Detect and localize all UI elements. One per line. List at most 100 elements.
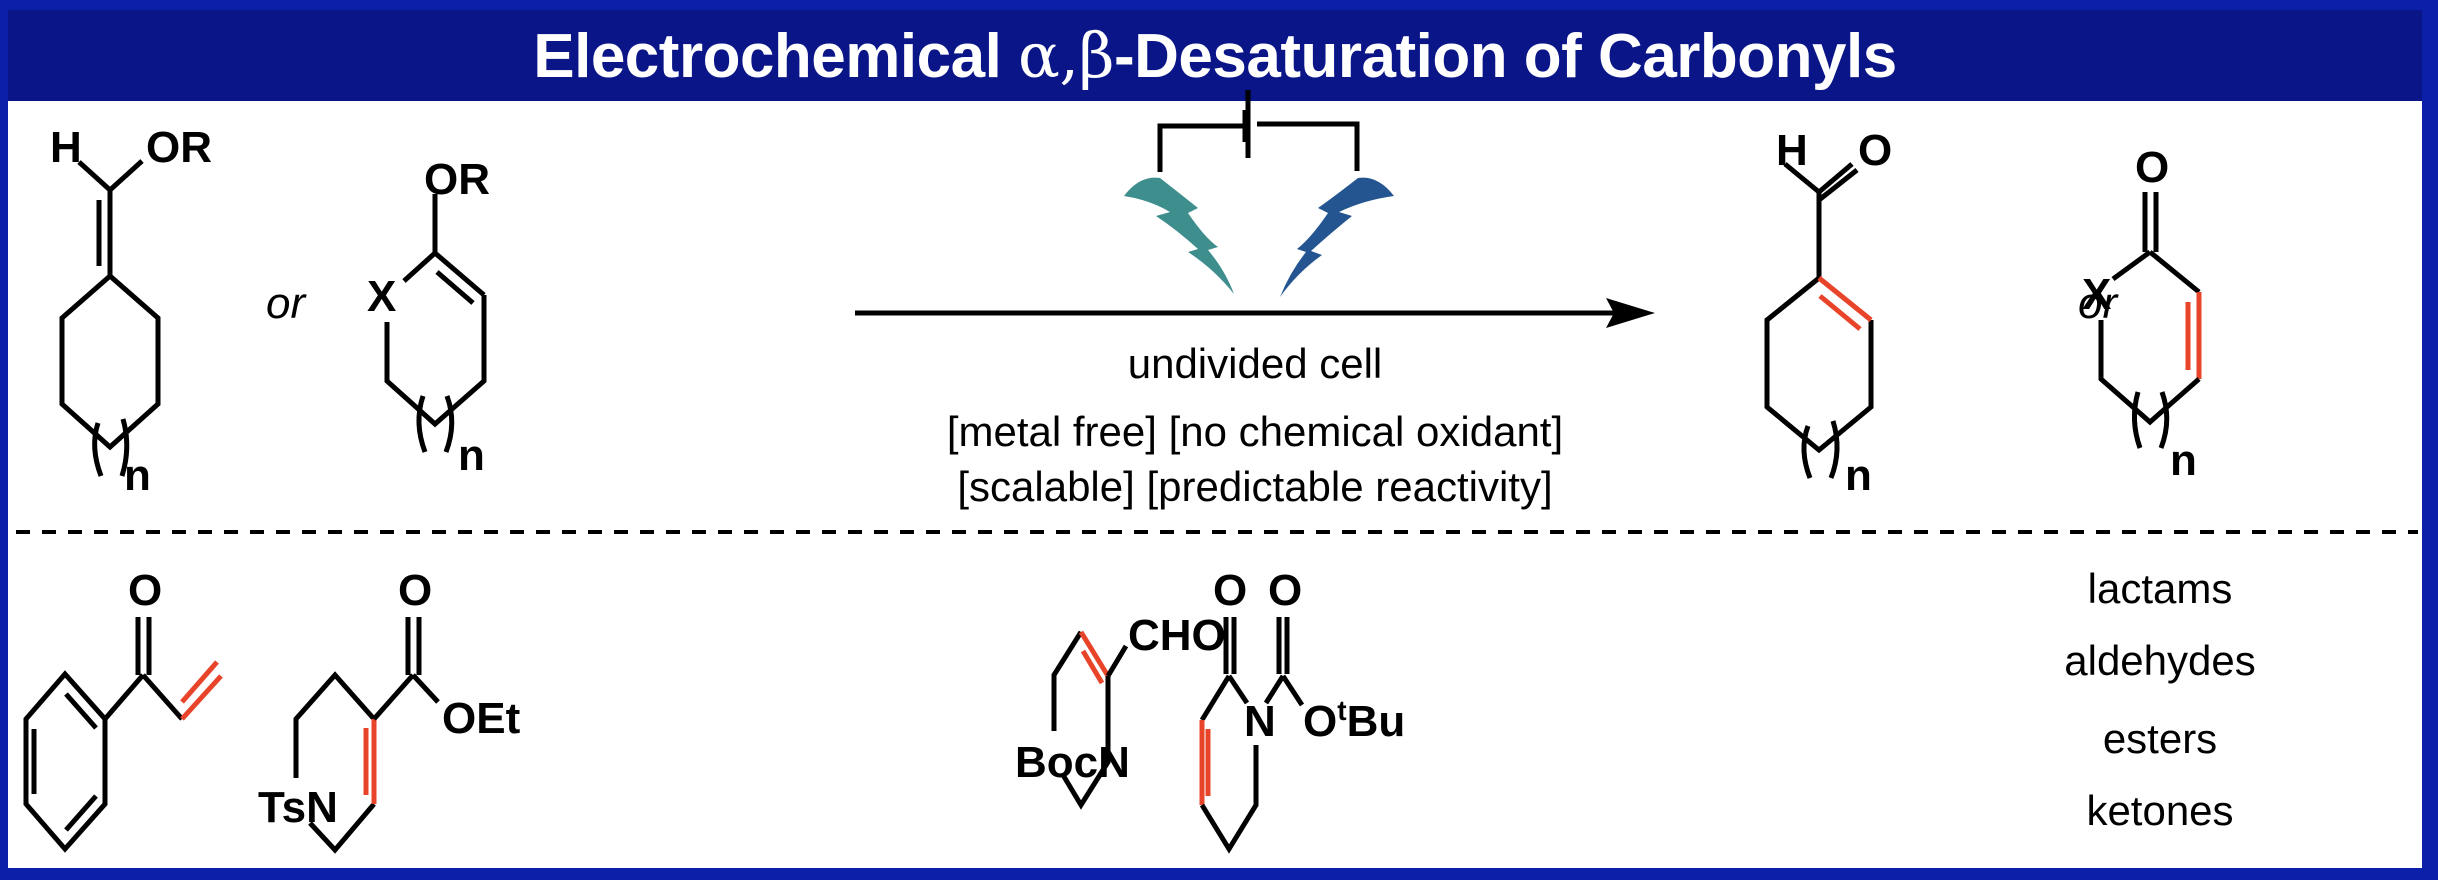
otbu-o: O bbox=[1303, 697, 1337, 746]
example-compound-2: O OEt TsN bbox=[258, 566, 521, 854]
bond-c-x bbox=[402, 251, 437, 283]
condition-features-1: [metal free] [no chemical oxidant] bbox=[947, 408, 1563, 455]
atom-label-x: X bbox=[367, 272, 396, 321]
carbonyl-bond bbox=[1817, 162, 1854, 194]
n-bracket-left bbox=[2132, 391, 2143, 449]
atom-label-bocn: BocN bbox=[1015, 738, 1130, 787]
ring-bonds bbox=[59, 272, 161, 451]
ring-double-bond bbox=[433, 251, 486, 297]
ring-bonds-lower bbox=[308, 802, 376, 854]
anode-wire bbox=[1157, 123, 1243, 172]
atom-label-cho: CHO bbox=[1128, 611, 1226, 660]
atom-label-h: H bbox=[1776, 126, 1808, 175]
title-prefix: Electrochemical bbox=[533, 22, 1019, 91]
bond-to-h bbox=[1783, 162, 1821, 194]
ring-bonds bbox=[384, 295, 487, 428]
new-double-bond-inner bbox=[180, 660, 219, 704]
repeat-label-n: n bbox=[458, 431, 485, 480]
product-2: O X n bbox=[2082, 143, 2202, 485]
bond-carbonyl-vinyl bbox=[141, 673, 184, 721]
compound-class-list: lactams aldehydes esters ketones bbox=[2064, 565, 2255, 834]
starting-material-1: H OR n bbox=[50, 123, 212, 500]
bond-to-oet bbox=[411, 673, 440, 704]
example-compound-1: O bbox=[23, 566, 223, 853]
title-band: Electrochemical α,β-Desaturation of Carb… bbox=[8, 10, 2422, 101]
battery-icon bbox=[1157, 90, 1360, 172]
ring-bonds bbox=[1764, 276, 1874, 454]
ring-bonds-lower bbox=[1199, 745, 1259, 854]
atom-label-h: H bbox=[50, 123, 82, 172]
atom-label-or: OR bbox=[424, 155, 490, 204]
anode-lightning-icon bbox=[1124, 177, 1234, 294]
or-label-left: or bbox=[266, 279, 307, 328]
product-1: H O n bbox=[1764, 126, 1892, 500]
title-greek: α,β bbox=[1018, 19, 1114, 92]
n-bracket-left bbox=[92, 422, 104, 477]
ring-bonds bbox=[293, 671, 376, 778]
atom-label-or: OR bbox=[146, 123, 212, 172]
ring-double-bond-inner bbox=[435, 270, 475, 305]
scheme-panel bbox=[8, 101, 2422, 868]
example-compound-4: O O N OtBu bbox=[1199, 566, 1405, 854]
n-bracket-right bbox=[443, 395, 455, 453]
atom-label-x: X bbox=[2082, 270, 2111, 319]
n-bracket-left bbox=[1801, 425, 1813, 479]
n-bracket-right bbox=[2158, 391, 2170, 449]
class-lactams: lactams bbox=[2088, 565, 2233, 612]
ring-bonds-lower bbox=[1060, 676, 1111, 810]
repeat-label-n: n bbox=[124, 451, 151, 500]
ring-bond-1 bbox=[1199, 674, 1232, 722]
atom-label-o: O bbox=[2135, 143, 2169, 192]
repeat-label-n: n bbox=[2170, 436, 2197, 485]
new-double-bond bbox=[1817, 276, 1873, 322]
starting-material-2: OR X n bbox=[367, 155, 490, 480]
bond-to-h bbox=[77, 160, 112, 192]
atom-label-o-lactam: O bbox=[1213, 566, 1247, 615]
aromatic-bond-inner-1 bbox=[64, 692, 98, 730]
ring-bonds bbox=[2098, 320, 2201, 426]
bond-c-n bbox=[1226, 674, 1250, 705]
otbu-t-superscript: t bbox=[1337, 695, 1346, 726]
n-bracket-right bbox=[119, 418, 130, 477]
bond-c-x bbox=[2111, 249, 2152, 282]
atom-label-otbu: OtBu bbox=[1303, 695, 1405, 746]
bond-n-boc bbox=[1263, 674, 1286, 705]
aromatic-bond-inner-3 bbox=[64, 794, 98, 832]
class-esters: esters bbox=[2103, 715, 2217, 762]
otbu-bu: Bu bbox=[1347, 697, 1406, 746]
bond-ring-carbonyl bbox=[103, 673, 145, 721]
bond-to-cho bbox=[1105, 644, 1129, 678]
class-aldehydes: aldehydes bbox=[2064, 637, 2255, 684]
figure-title: Electrochemical α,β-Desaturation of Carb… bbox=[8, 10, 2422, 101]
bond-to-or bbox=[108, 159, 144, 192]
or-label-right: or bbox=[2078, 279, 2119, 328]
arrow-head bbox=[1606, 298, 1655, 328]
reaction-arrow bbox=[855, 298, 1655, 328]
repeat-label-n: n bbox=[1845, 451, 1872, 500]
example-compound-3: CHO BocN bbox=[1015, 611, 1226, 810]
new-double-bond bbox=[180, 674, 223, 721]
ring-bonds bbox=[1051, 630, 1084, 731]
atom-label-tsn: TsN bbox=[258, 783, 338, 832]
title-suffix: -Desaturation of Carbonyls bbox=[1113, 22, 1897, 91]
cathode-wire bbox=[1257, 121, 1360, 171]
benzene-ring bbox=[23, 670, 108, 853]
condition-features-2: [scalable] [predictable reactivity] bbox=[957, 463, 1552, 510]
atom-label-o-boc: O bbox=[1268, 566, 1302, 615]
condition-cell-type: undivided cell bbox=[1128, 340, 1383, 387]
atom-label-oet: OEt bbox=[442, 694, 521, 743]
atom-label-o: O bbox=[398, 566, 432, 615]
new-double-bond-inner bbox=[1818, 294, 1862, 331]
new-double-bond-inner bbox=[1080, 649, 1105, 685]
atom-label-o: O bbox=[128, 566, 162, 615]
new-double-bond bbox=[1078, 630, 1111, 678]
n-bracket-left bbox=[416, 395, 428, 453]
bond-ring-ester bbox=[372, 673, 415, 721]
class-ketones: ketones bbox=[2086, 787, 2233, 834]
bond-to-otbu bbox=[1280, 674, 1305, 707]
atom-label-n: N bbox=[1244, 697, 1276, 746]
atom-label-o: O bbox=[1858, 126, 1892, 175]
carbonyl-bond-inner bbox=[1817, 168, 1859, 202]
bond-c-alpha bbox=[2148, 250, 2201, 294]
